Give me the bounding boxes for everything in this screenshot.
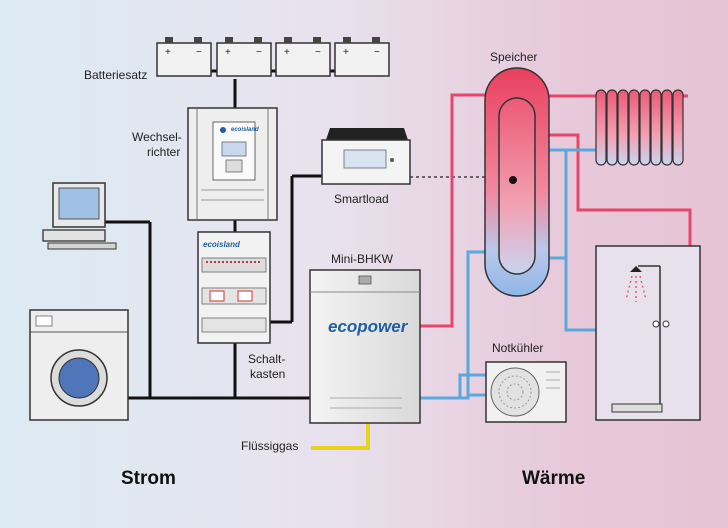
battery-minus-terminal: −: [196, 47, 202, 58]
ecopower-logo: ecopower: [328, 317, 408, 336]
smartload-label: Smartload: [334, 192, 389, 206]
radiator-icon: [595, 89, 684, 166]
emergency-cooler: [485, 361, 567, 423]
power-heading: Strom: [121, 468, 176, 489]
storage-tank: [484, 67, 550, 297]
battery-minus-terminal: −: [256, 47, 262, 58]
mini-bhkw-label: Mini-BHKW: [331, 252, 393, 266]
inverter: [187, 107, 278, 221]
emergency-cooler-label: Notkühler: [492, 341, 544, 355]
liquid-gas-label: Flüssiggas: [241, 439, 299, 453]
battery: [156, 37, 212, 77]
inverter-label-line1: Wechsel-: [132, 130, 182, 144]
switch-box-label-line1: Schalt-: [248, 352, 286, 366]
battery-plus-terminal: +: [284, 47, 290, 58]
heat-heading: Wärme: [522, 468, 586, 489]
battery: [216, 37, 272, 77]
smartload-device: [321, 128, 411, 185]
battery-set: + − + − + − + −: [156, 37, 390, 77]
battery-plus-terminal: +: [225, 47, 231, 58]
switch-box-label-line2: kasten: [250, 367, 286, 381]
ecoisland-logo-switch-box: ecoisland: [203, 240, 240, 249]
battery-plus-terminal: +: [165, 47, 171, 58]
battery: [334, 37, 390, 77]
mini-bhkw-unit: [309, 269, 421, 424]
gas-line: [311, 423, 370, 450]
washing-machine-icon: [29, 309, 129, 421]
switch-box: [197, 231, 271, 344]
shower-icon: [595, 245, 701, 421]
inverter-label-line2: richter: [147, 145, 181, 159]
battery-set-label: Batteriesatz: [84, 68, 148, 82]
battery-plus-terminal: +: [343, 47, 349, 58]
battery: [275, 37, 331, 77]
storage-label: Speicher: [490, 50, 538, 64]
ecoisland-logo-inverter: ecoisland: [231, 127, 259, 133]
battery-minus-terminal: −: [374, 47, 380, 58]
battery-minus-terminal: −: [315, 47, 321, 58]
computer-icon: [42, 182, 117, 250]
